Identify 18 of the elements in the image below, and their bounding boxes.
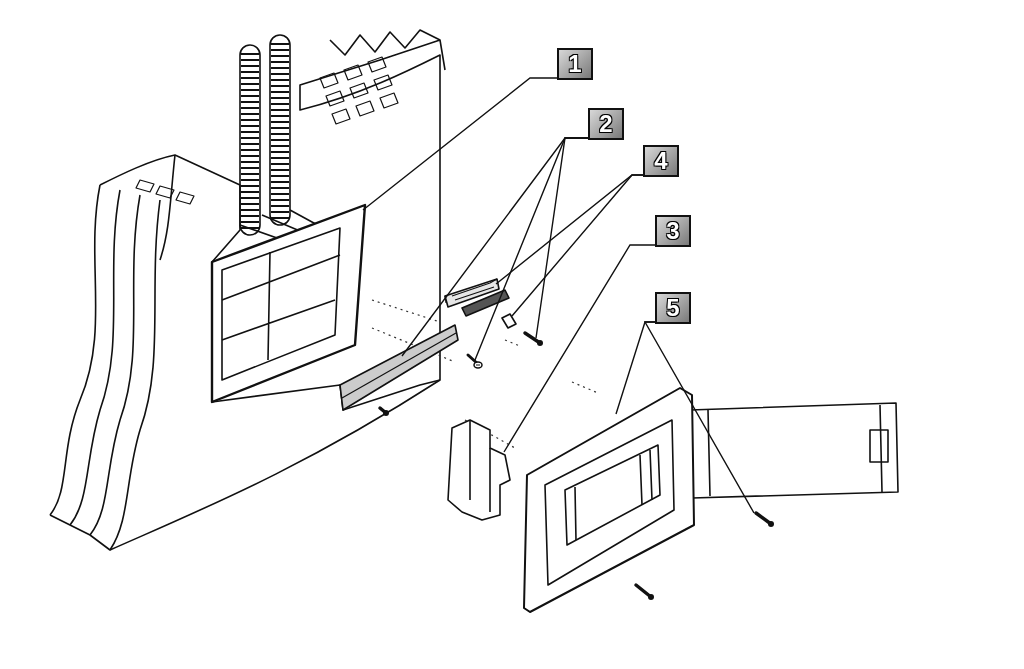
callout-number: 3 — [655, 215, 691, 247]
leader-line — [511, 174, 644, 317]
enclosure — [523, 387, 899, 613]
leader-line — [503, 244, 656, 453]
callout-number: 5 — [655, 292, 691, 324]
mounting-box — [210, 203, 367, 404]
callout-number: 1 — [557, 48, 593, 80]
leader-line — [535, 137, 589, 339]
callout-number: 4 — [643, 145, 679, 177]
cover-strip — [444, 278, 500, 308]
leader-line — [643, 321, 755, 514]
leader-line — [362, 77, 558, 211]
screw — [523, 331, 543, 346]
screw — [466, 353, 483, 369]
wall-plug — [501, 313, 517, 329]
circuit-breaker — [447, 419, 511, 521]
callout-number: 2 — [588, 108, 624, 140]
din-rail — [339, 324, 459, 411]
